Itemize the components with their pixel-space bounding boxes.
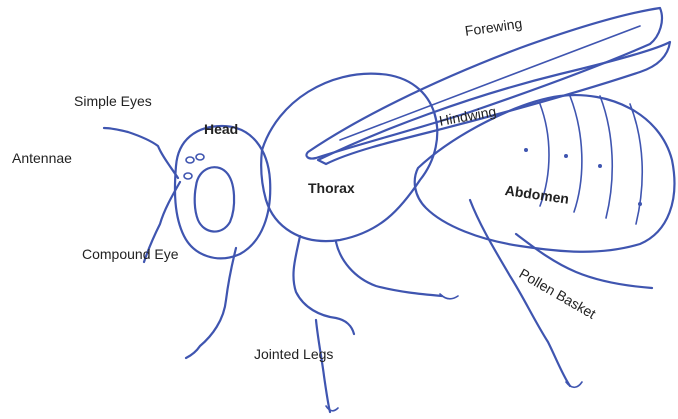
compound-eye-shape xyxy=(195,167,234,231)
label-simple-eyes: Simple Eyes xyxy=(74,94,152,108)
thorax-shape xyxy=(261,74,437,241)
foot-detail-1 xyxy=(440,294,458,299)
head-shape xyxy=(175,126,270,258)
label-thorax: Thorax xyxy=(308,181,355,195)
jointed-legs-lower xyxy=(316,320,330,412)
label-compound-eye: Compound Eye xyxy=(82,247,179,261)
antenna-left xyxy=(104,128,178,178)
abdomen-band-3 xyxy=(600,96,612,218)
abdomen-band-2 xyxy=(570,96,582,212)
simple-eye-3 xyxy=(184,173,192,179)
middle-leg-1 xyxy=(293,236,354,334)
simple-eye-1 xyxy=(186,157,194,163)
label-jointed-legs: Jointed Legs xyxy=(254,347,333,361)
abdomen-band-4 xyxy=(630,104,642,224)
abdomen-spot-1 xyxy=(524,148,528,152)
label-antennae: Antennae xyxy=(12,151,72,165)
front-leg xyxy=(186,248,236,358)
abdomen-spot-4 xyxy=(638,202,642,206)
middle-leg-2 xyxy=(336,242,442,296)
label-head: Head xyxy=(204,122,238,136)
simple-eye-2 xyxy=(196,154,204,160)
forewing-vein xyxy=(340,26,640,140)
abdomen-spot-3 xyxy=(598,164,602,168)
abdomen-spot-2 xyxy=(564,154,568,158)
